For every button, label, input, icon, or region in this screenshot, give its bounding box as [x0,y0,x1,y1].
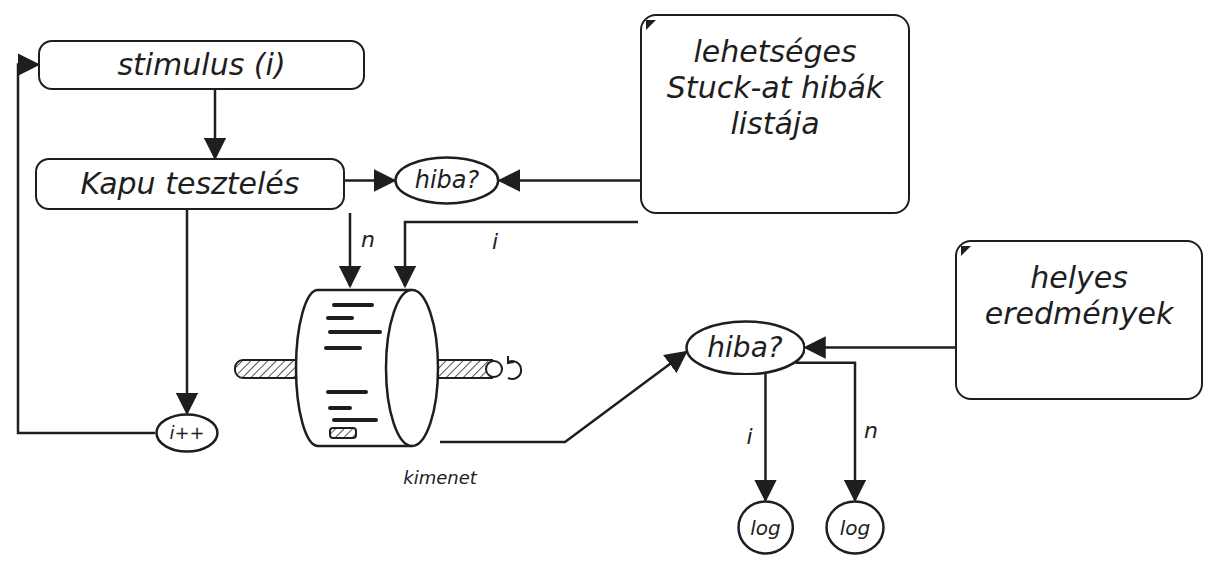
drum-arrows [350,213,686,442]
connector-arrow [500,179,640,182]
branch-label: i [489,230,501,254]
node-text: helyes eredmények [973,260,1185,332]
connector-arrow [214,90,217,159]
node-text: log [840,516,871,540]
node-text: i++ [169,422,204,444]
branch-label: i [743,425,755,449]
node-text: stimulus (i) [117,47,285,83]
log-circle: log [825,500,885,555]
note-box: lehetséges Stuck-at hibák listája [640,14,910,214]
connector-arrow [18,65,155,434]
output-label: kimenet [400,468,480,488]
log-circle: log [737,500,794,555]
connector-arrow [805,346,955,349]
node-text: lehetséges Stuck-at hibák listája [658,34,892,142]
decision-circle: hiba? [685,320,806,376]
node-text: log [750,516,781,540]
connector-arrow [186,210,189,413]
connector-arrow [345,179,394,182]
connector-arrow [764,374,767,500]
decision-circle: hiba? [394,156,500,205]
counter-circle: i++ [155,413,219,453]
process-box: Kapu tesztelés [35,158,345,210]
fold-mark [961,246,971,256]
drum [296,290,438,446]
node-text: hiba? [707,331,782,365]
node-text: hiba? [415,166,480,195]
branch-label: n [861,419,881,443]
connector-arrow [796,363,855,500]
process-box: stimulus (i) [38,40,365,90]
fold-mark [646,20,656,30]
node-text: Kapu tesztelés [81,166,300,202]
note-box: helyes eredmények [955,240,1203,400]
branch-label: n [358,228,378,252]
